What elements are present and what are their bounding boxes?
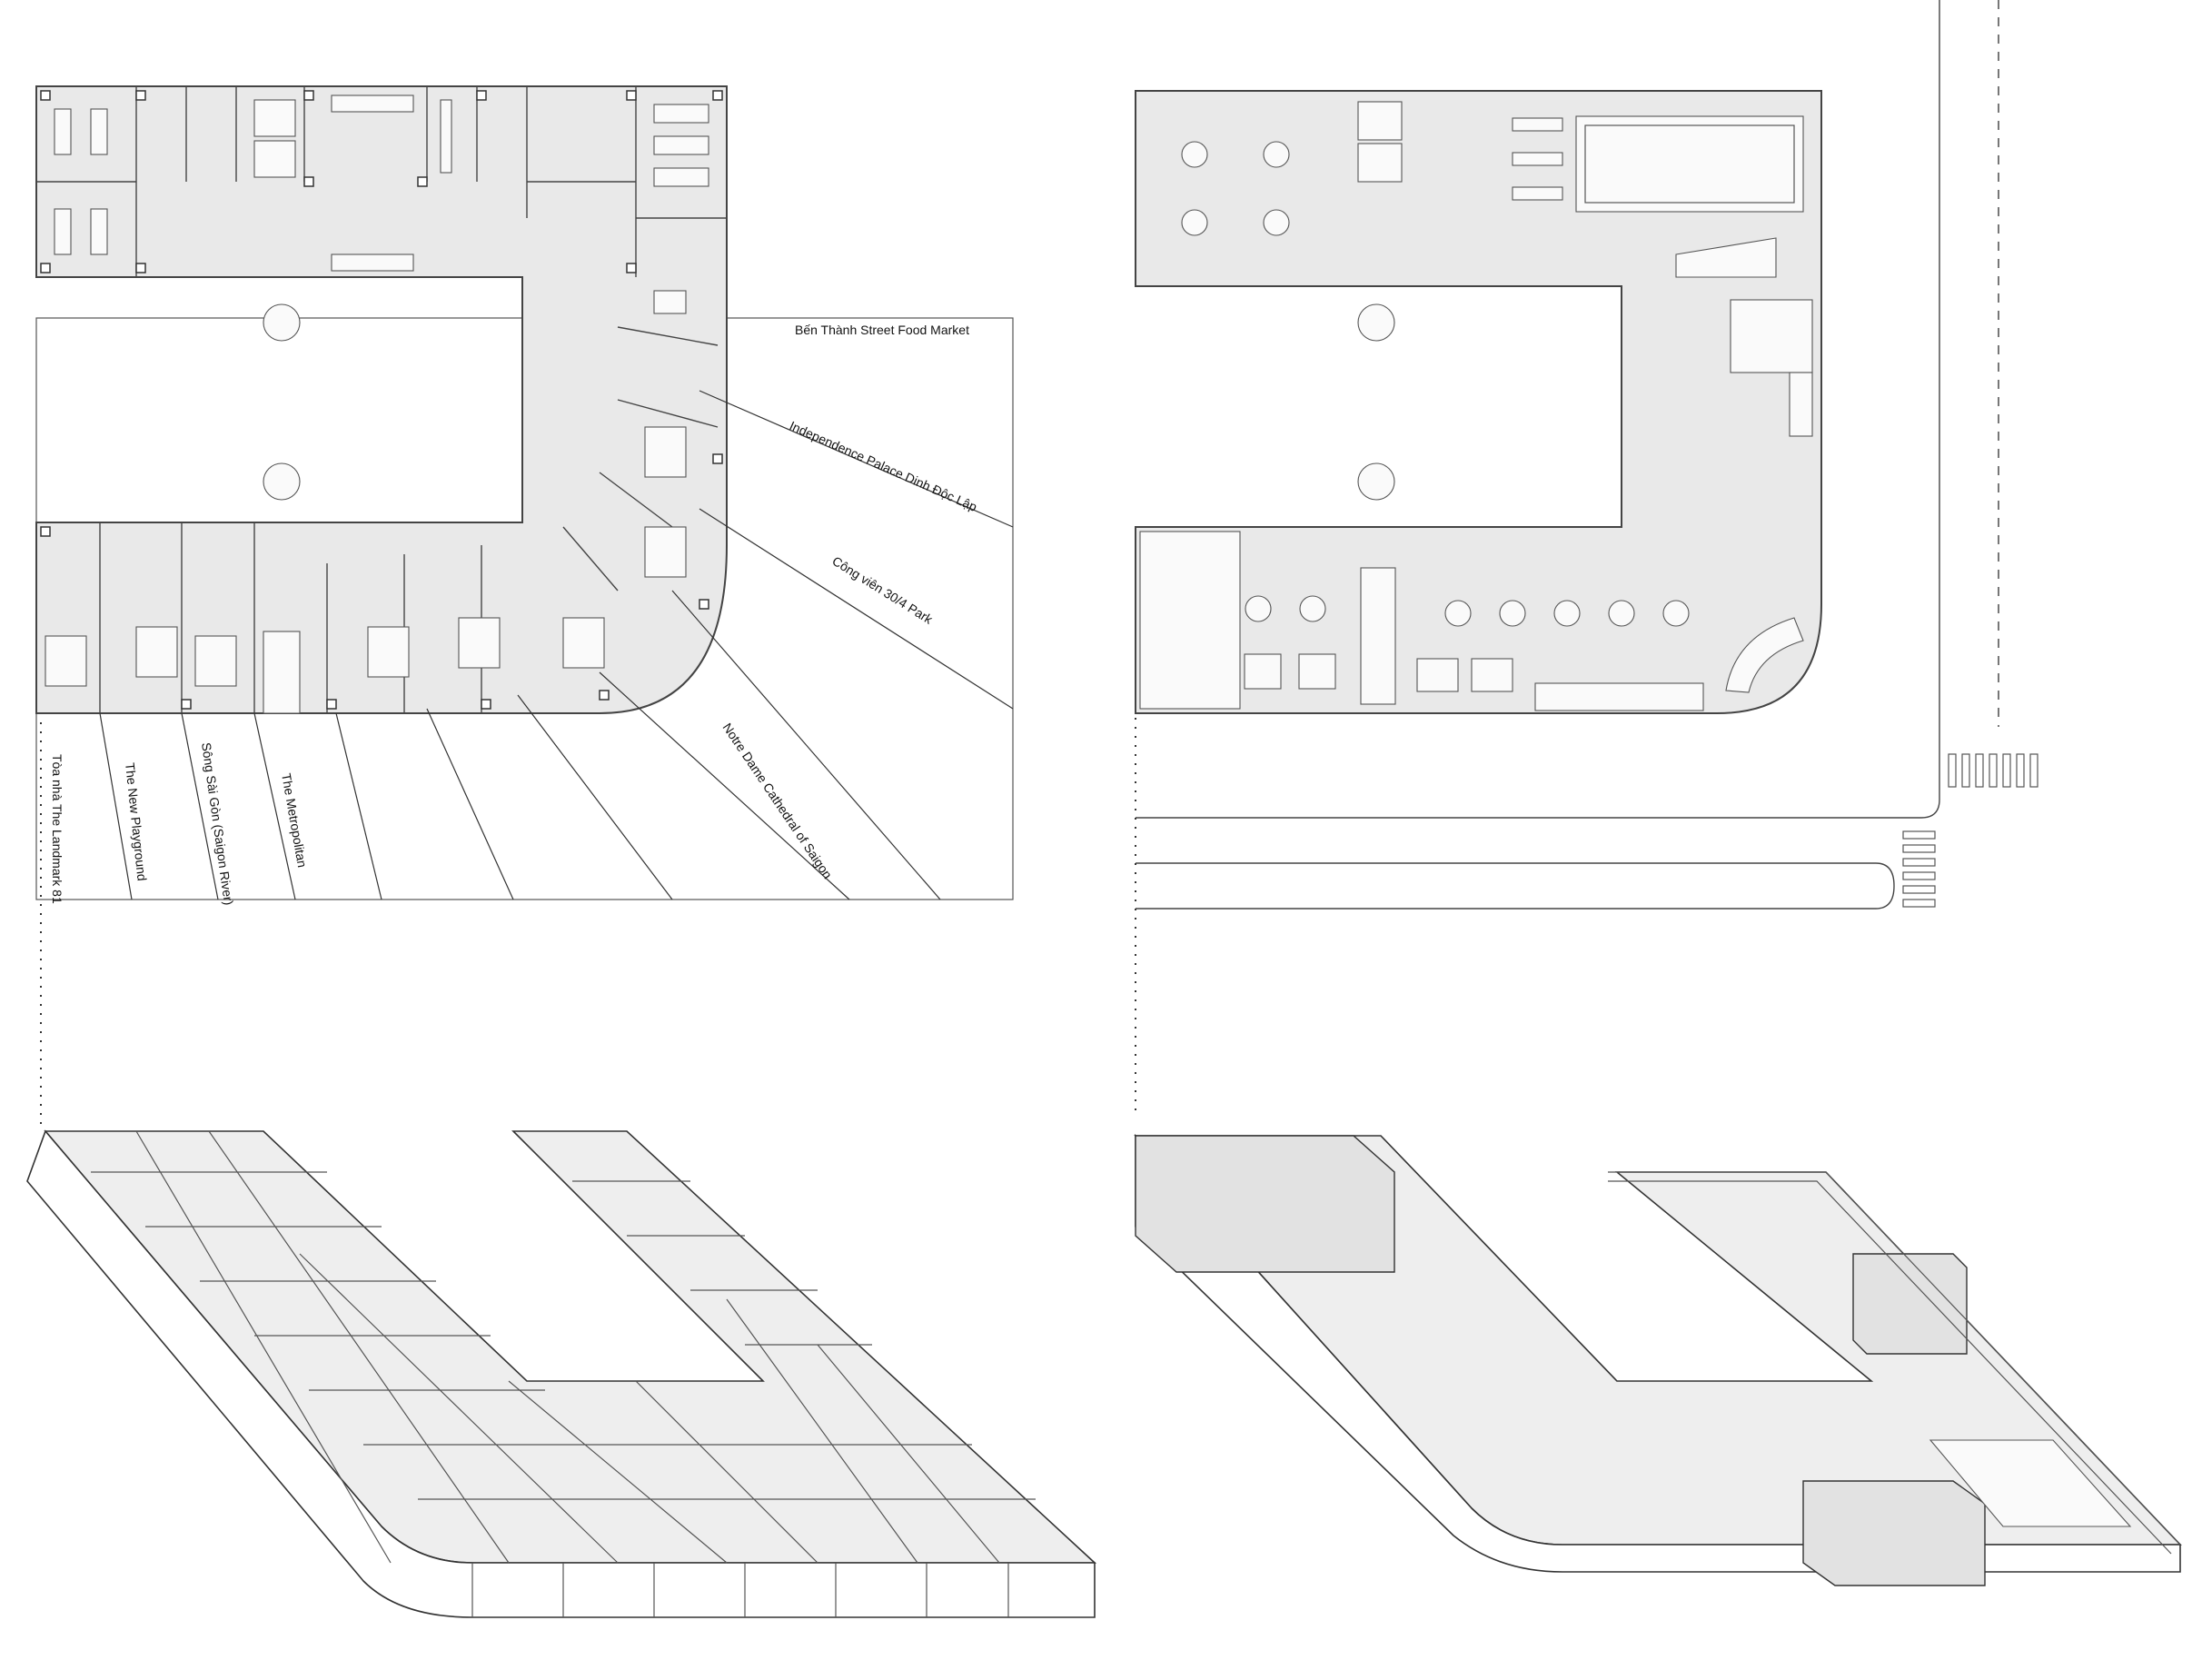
top-wing-partitions xyxy=(36,86,727,277)
axo-elevator-block xyxy=(1802,1480,1986,1586)
plan-outline xyxy=(35,85,728,714)
bar-counter xyxy=(1534,682,1704,711)
dining-tables xyxy=(1244,653,1513,692)
lift-core xyxy=(1357,101,1403,183)
curved-seating xyxy=(1725,617,1804,693)
axonometric-structure xyxy=(26,1129,1097,1618)
floor-plan-amenity xyxy=(1135,0,2038,1118)
washrooms xyxy=(1730,299,1813,437)
cafe-tables xyxy=(1181,141,1690,627)
floor-plan-guest-rooms: Bến Thành Street Food Market Independenc… xyxy=(35,85,1014,1127)
crosswalk-horizontal xyxy=(1948,753,2038,788)
label-ben-thanh: Bến Thành Street Food Market xyxy=(795,323,969,337)
axo-deck-side xyxy=(1135,1133,2181,1573)
label-independence-palace: Independence Palace Dinh Độc Lập xyxy=(788,418,979,514)
pool-loungers xyxy=(1512,117,1563,201)
label-new-playground: The New Playground xyxy=(123,762,150,882)
axo-frame-grid xyxy=(91,1130,1036,1564)
axo-pool xyxy=(1929,1439,2132,1527)
swimming-pool xyxy=(1575,115,1804,213)
axo-stair-tower xyxy=(1852,1253,1968,1355)
label-landmark-81: Tòa nhà The Landmark 81 xyxy=(50,754,64,904)
kitchen xyxy=(1139,531,1241,710)
ramp-stair xyxy=(1675,237,1777,278)
label-saigon-river: Sông Sài Gòn (Saigon River) xyxy=(199,741,236,906)
furniture xyxy=(45,94,709,714)
axo-pavilion-block xyxy=(1135,1135,1395,1273)
pool-inner xyxy=(1584,124,1795,204)
label-metropolitan: The Metropolitan xyxy=(279,772,310,869)
street-curb xyxy=(1136,0,1940,910)
spiral-stair xyxy=(263,303,301,501)
label-cong-vien-park: Công viên 30/4 Park xyxy=(829,553,936,627)
axo-structure-bays xyxy=(471,1563,1009,1617)
amenity-outline xyxy=(1135,90,1822,714)
axonometric-amenity xyxy=(1134,1133,2182,1586)
crosswalk-vertical xyxy=(1902,830,1936,908)
axo-railing xyxy=(1608,1171,2181,1555)
label-notre-dame: Notre Dame Cathedral of Saigon xyxy=(720,721,836,881)
structural-columns xyxy=(40,90,723,710)
spiral-stair-amenity xyxy=(1357,303,1395,501)
stair-core xyxy=(1360,567,1396,705)
view-rays xyxy=(99,390,1014,900)
